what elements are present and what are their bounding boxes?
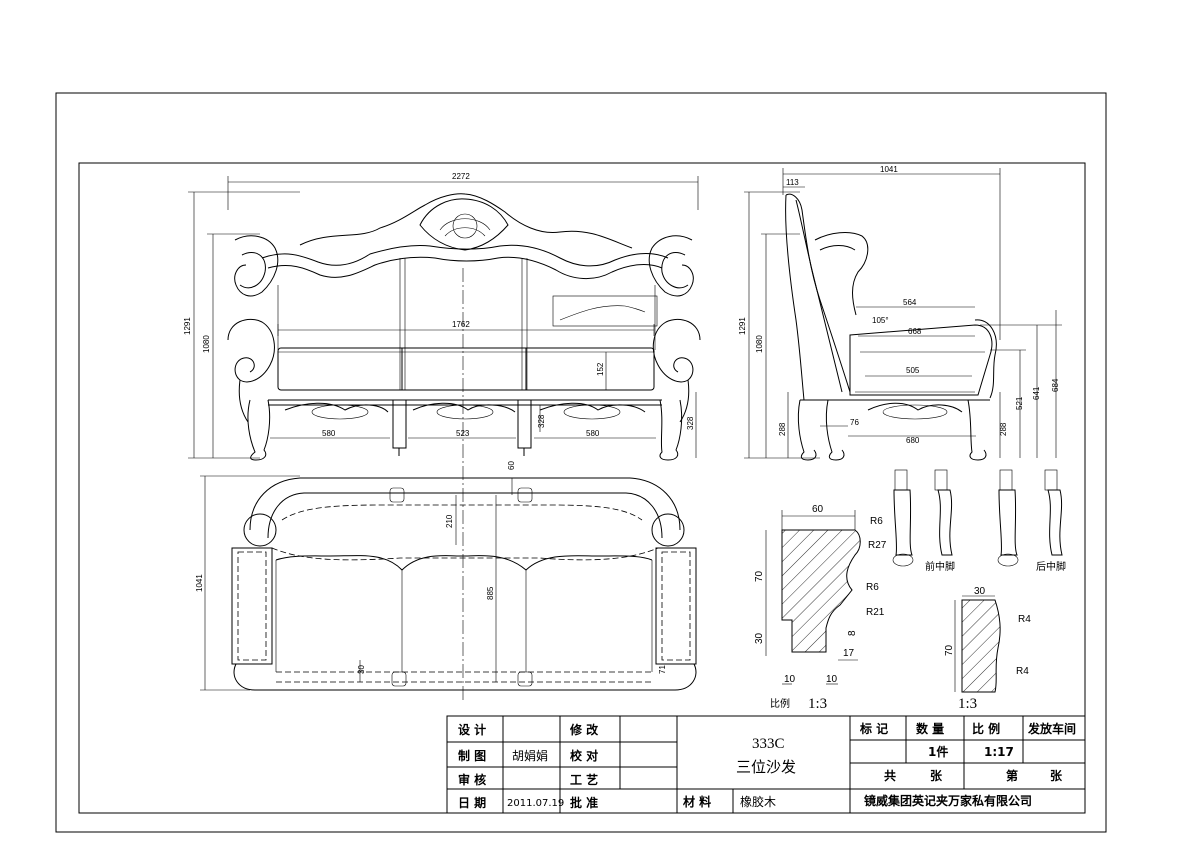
- back-leg-label: 后中脚: [1036, 560, 1066, 573]
- tb-total-label: 共: [884, 768, 896, 783]
- front-cushion-thickness: 152: [596, 362, 605, 376]
- tb-check-label: 校 对: [570, 748, 598, 763]
- title-block: 设 计 制 图 胡娟娟 审 核 日 期 2011.07.19 修 改 校 对 工…: [446, 715, 1086, 814]
- section-a-right-w: 10: [826, 674, 838, 685]
- section-a-r2: R27: [868, 540, 887, 551]
- side-overall-depth: 1041: [880, 165, 898, 174]
- section-a-groove-w: 17: [843, 648, 855, 659]
- side-overall-height: 1291: [738, 317, 747, 335]
- side-base-height-right: 288: [999, 422, 1008, 436]
- front-back-height: 1080: [202, 335, 211, 353]
- section-a-r1: R6: [870, 516, 883, 527]
- section-b-width: 30: [974, 586, 986, 597]
- front-seat-width: 1762: [452, 320, 470, 329]
- tb-process-label: 工 艺: [570, 772, 598, 787]
- front-leg-label: 前中脚: [925, 560, 955, 573]
- side-top-offset: 113: [786, 178, 799, 187]
- front-overall-height: 1291: [183, 317, 192, 335]
- tb-material: 橡胶木: [740, 794, 776, 809]
- tb-scale-label: 比 例: [972, 721, 1000, 736]
- side-seat-height: 521: [1015, 396, 1024, 410]
- front-center-leg-height: 328: [537, 414, 546, 428]
- top-arm-offset: 71: [658, 665, 667, 674]
- side-base-depth: 680: [906, 436, 920, 445]
- side-recline-angle: 105°: [872, 316, 889, 325]
- tb-qty-label: 数 量: [916, 721, 944, 736]
- tb-modify-label: 修 改: [569, 722, 599, 737]
- front-right-cushion: 580: [586, 429, 600, 438]
- section-a-height: 70: [754, 570, 765, 582]
- tb-company: 镜威集团英记夹万家私有限公司: [864, 793, 1032, 808]
- tb-no-label: 第: [1006, 768, 1018, 783]
- side-cushion-depth: 668: [908, 327, 922, 336]
- front-overall-width: 2272: [452, 172, 470, 181]
- tb-qty: 1件: [928, 744, 948, 759]
- tb-no-sheets-label: 张: [1050, 768, 1063, 783]
- leg-details: 前中脚 后中脚: [892, 469, 1066, 573]
- section-b-height: 70: [944, 644, 955, 656]
- tb-drawer: 胡娟娟: [512, 749, 548, 763]
- tb-material-label: 材 料: [682, 794, 711, 809]
- section-a-scale-label: 比例: [770, 697, 790, 710]
- tb-date-label: 日 期: [458, 795, 486, 810]
- front-leg-height: 328: [686, 416, 695, 430]
- tb-model: 333C: [752, 736, 785, 752]
- section-a-groove: 8: [847, 630, 858, 636]
- tb-review-label: 审 核: [458, 772, 486, 787]
- section-a: 60 70 30 R6 R27 R6 R21 8 17 10 10 比例 1:3: [754, 504, 887, 712]
- top-inner-depth: 885: [486, 586, 495, 600]
- section-a-scale: 1:3: [808, 696, 827, 712]
- top-depth: 1041: [195, 574, 204, 592]
- section-b: 30 70 R4 R4 1:3: [944, 586, 1031, 712]
- tb-design-label: 设 计: [458, 722, 486, 737]
- section-a-r4: R21: [866, 607, 885, 618]
- side-view: 1041 113 1291 1080 564 105° 668 505: [738, 165, 1062, 461]
- tb-mark-label: 标 记: [859, 721, 888, 736]
- front-left-cushion: 580: [322, 429, 336, 438]
- side-back-height: 1080: [755, 335, 764, 353]
- tb-product-name: 三位沙发: [736, 759, 796, 776]
- side-seat-depth: 564: [903, 298, 917, 307]
- tb-approve-label: 批 准: [570, 795, 598, 810]
- front-view: 2272 1291 1080: [183, 172, 701, 461]
- tb-date: 2011.07.19: [507, 798, 564, 809]
- section-b-r1: R4: [1018, 614, 1031, 625]
- section-b-scale: 1:3: [958, 696, 977, 712]
- section-a-width: 60: [812, 504, 824, 515]
- section-b-r2: R4: [1016, 666, 1029, 677]
- top-view: 1041 60 210 885 30 71: [195, 268, 697, 700]
- side-leg-offset: 76: [850, 418, 859, 427]
- tb-sheets-label: 张: [930, 768, 943, 783]
- tb-dept: 发放车间: [1027, 721, 1076, 736]
- side-inner-depth: 505: [906, 366, 920, 375]
- section-a-left-w: 10: [784, 674, 796, 685]
- side-base-height-left: 288: [778, 422, 787, 436]
- outer-border: [55, 92, 1107, 833]
- section-a-lower-height: 30: [754, 632, 765, 644]
- tb-scale: 1:17: [984, 745, 1014, 759]
- section-a-r3: R6: [866, 582, 879, 593]
- top-back-offset: 210: [445, 514, 454, 528]
- top-leg-offset: 30: [357, 665, 366, 674]
- side-arm-height: 641: [1032, 386, 1041, 400]
- side-arm-top: 684: [1051, 378, 1060, 392]
- top-frame-width: 60: [507, 461, 516, 470]
- tb-drawing-label: 制 图: [458, 748, 486, 763]
